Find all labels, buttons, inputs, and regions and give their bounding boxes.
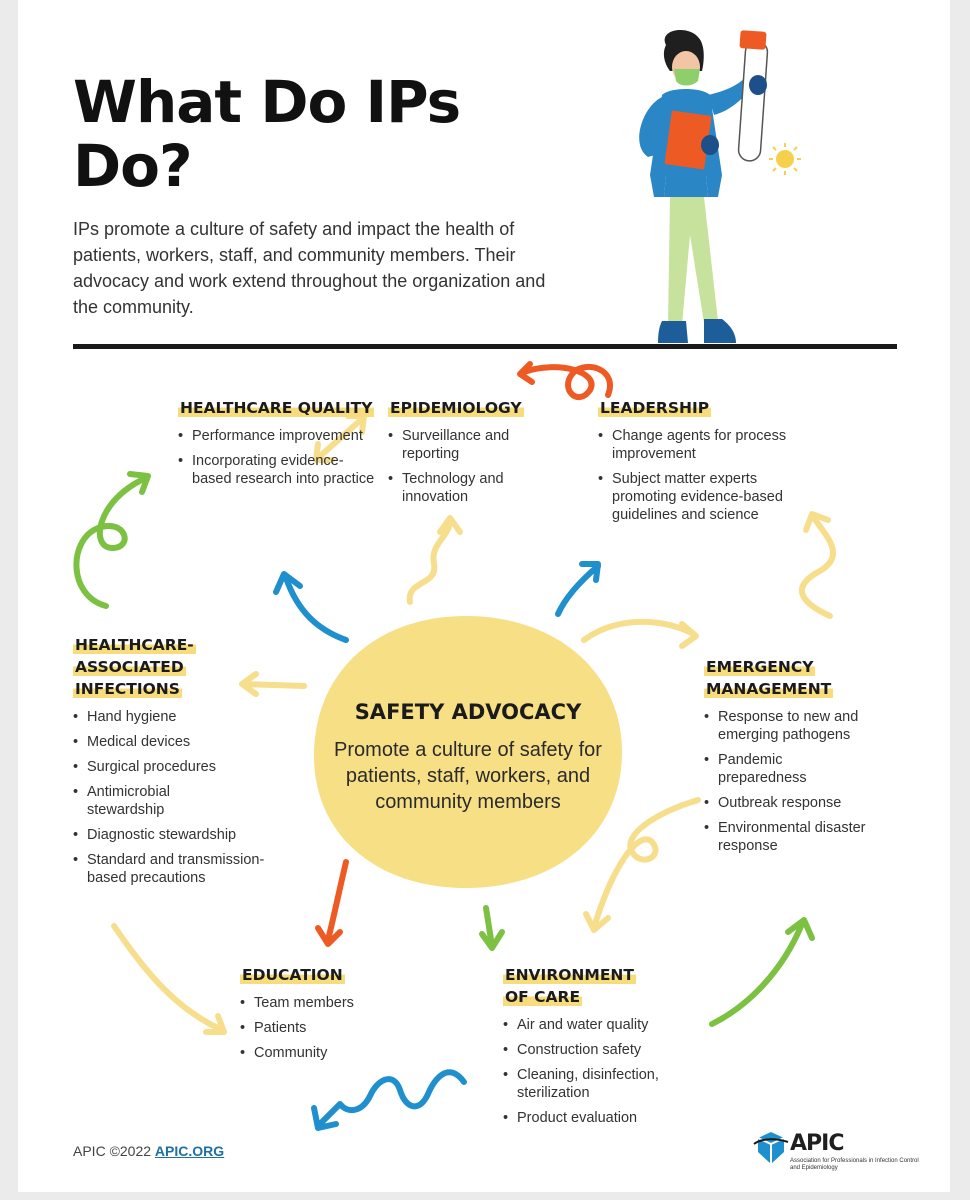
infographic-page: What Do IPs Do? IPs promote a culture of… [18,0,950,1192]
list-item: Standard and transmission-based precauti… [73,851,267,887]
list-item: Surveillance and reporting [388,427,558,463]
heading-text: EPIDEMIOLOGY [388,399,524,417]
bullet-list: Hand hygiene Medical devices Surgical pr… [73,708,283,887]
list-item: Incorporating evidence-based research in… [178,452,378,488]
divider-line [73,344,897,349]
bullet-list: Response to new and emerging pathogens P… [704,708,904,855]
list-item: Antimicrobial stewardship [73,783,227,819]
heading-text: HEALTHCARE QUALITY [178,399,375,417]
section-heading: HEALTHCARE QUALITY [178,397,378,419]
arrows-decoration [73,361,837,1131]
list-item: Hand hygiene [73,708,283,726]
apic-link[interactable]: APIC.ORG [154,1143,225,1159]
section-leadership: LEADERSHIP Change agents for process imp… [598,397,798,531]
list-item: Patients [240,1019,420,1037]
list-item: Environmental disaster response [704,819,908,855]
list-item: Outbreak response [704,794,904,812]
logo-subtitle: Association for Professionals in Infecti… [790,1158,919,1171]
bullet-list: Team members Patients Community [240,994,420,1062]
intro-paragraph: IPs promote a culture of safety and impa… [73,219,546,317]
list-item: Diagnostic stewardship [73,826,283,844]
bullet-list: Change agents for process improvement Su… [598,427,798,524]
logo-name: APIC [790,1131,844,1156]
section-heading: EMERGENCY MANAGEMENT [704,656,864,700]
list-item: Cleaning, disinfection, sterilization [503,1066,703,1102]
list-item: Performance improvement [178,427,378,445]
copyright-text: APIC ©2022 [73,1143,152,1159]
list-item: Technology and innovation [388,470,558,506]
section-heading: ENVIRONMENT OF CARE [503,964,663,1008]
bullet-list: Performance improvement Incorporating ev… [178,427,378,488]
section-heading: LEADERSHIP [598,397,798,419]
center-text: Promote a culture of safety for patients… [334,739,602,813]
bullet-list: Surveillance and reporting Technology an… [388,427,558,506]
section-healthcare-quality: HEALTHCARE QUALITY Performance improveme… [178,397,378,495]
list-item: Subject matter experts promoting evidenc… [598,470,798,524]
section-heading: EDUCATION [240,964,420,986]
list-item: Response to new and emerging pathogens [704,708,904,744]
footer-copyright: APIC ©2022 APIC.ORG [73,1143,224,1159]
apic-logo-icon [753,1132,789,1164]
heading-text: LEADERSHIP [598,399,712,417]
sun-icon [769,143,801,175]
section-hai: HEALTHCARE-ASSOCIATED INFECTIONS Hand hy… [73,634,283,894]
section-epidemiology: EPIDEMIOLOGY Surveillance and reporting … [388,397,558,513]
section-heading: HEALTHCARE-ASSOCIATED INFECTIONS [73,634,243,700]
list-item: Construction safety [503,1041,703,1059]
list-item: Team members [240,994,420,1012]
heading-text: ENVIRONMENT OF CARE [503,966,636,1006]
section-heading: EPIDEMIOLOGY [388,397,558,419]
page-title: What Do IPs Do? [73,68,461,200]
list-item: Medical devices [73,733,283,751]
section-education: EDUCATION Team members Patients Communit… [240,964,420,1069]
list-item: Product evaluation [503,1109,703,1127]
list-item: Change agents for process improvement [598,427,798,463]
center-heading: SAFETY ADVOCACY [354,700,582,724]
section-emergency-management: EMERGENCY MANAGEMENT Response to new and… [704,656,904,862]
bullet-list: Air and water quality Construction safet… [503,1016,703,1127]
list-item: Surgical procedures [73,758,283,776]
heading-text: EMERGENCY MANAGEMENT [704,658,834,698]
section-environment-of-care: ENVIRONMENT OF CARE Air and water qualit… [503,964,703,1134]
list-item: Air and water quality [503,1016,703,1034]
heading-text: HEALTHCARE-ASSOCIATED INFECTIONS [73,636,196,698]
heading-text: EDUCATION [240,966,345,984]
list-item: Community [240,1044,420,1062]
list-item: Pandemic preparedness [704,751,848,787]
center-circle [313,616,622,888]
scientist-illustration [639,30,769,343]
